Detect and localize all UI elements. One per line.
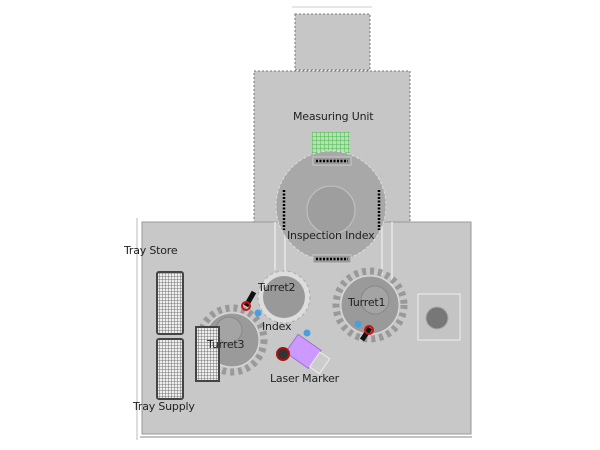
rail [274, 222, 393, 290]
gripper [243, 290, 257, 308]
sensor-dot [303, 329, 311, 337]
laser-marker-label: Laser Marker [270, 372, 340, 385]
sensor-dot [354, 320, 362, 328]
turret1[interactable] [332, 267, 408, 343]
sensor-dot [254, 309, 262, 317]
unload-nozzle [425, 306, 449, 330]
turret2-label: Turret2 [258, 281, 296, 294]
tray-buffer-rack[interactable] [195, 326, 220, 382]
tray-store-rack[interactable] [156, 271, 184, 335]
tray-supply-rack[interactable] [156, 338, 184, 400]
laser-marker[interactable] [284, 333, 331, 375]
index-label: Index [262, 320, 292, 333]
tray-supply-label: Tray Supply [133, 400, 195, 413]
laser-head [276, 347, 290, 361]
inspection-index-hub [306, 185, 356, 235]
inspection-index-label: Inspection Index [287, 229, 375, 242]
turret3-label: Turret3 [207, 338, 245, 351]
turret1-label: Turret1 [348, 296, 386, 309]
tray-store-label: Tray Store [124, 244, 178, 257]
measuring-unit-label: Measuring Unit [293, 110, 374, 123]
top-module[interactable] [294, 13, 371, 71]
turret2[interactable] [257, 270, 311, 324]
